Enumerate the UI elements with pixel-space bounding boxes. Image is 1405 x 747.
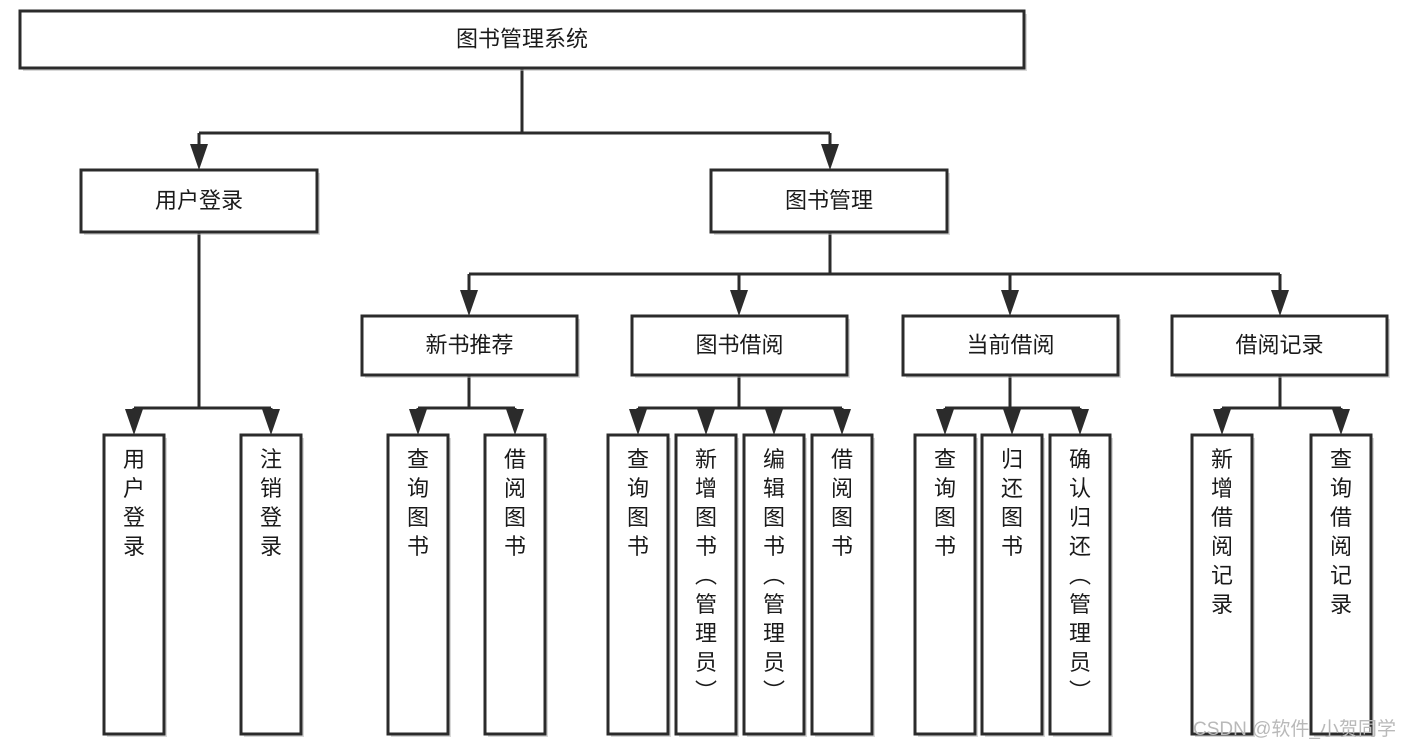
node-label: 查询图书 <box>627 447 649 559</box>
leaf-node-9[interactable]: 归还图书 <box>980 433 1045 737</box>
node-rect[interactable] <box>913 433 977 736</box>
node-rect[interactable] <box>1048 433 1112 736</box>
node-rect[interactable] <box>360 314 579 377</box>
bracket-glyph: ︶ <box>695 679 717 704</box>
node-label: 借阅图书 <box>831 447 853 559</box>
level2-node-2[interactable]: 当前借阅 <box>901 314 1121 378</box>
node-layer: 图书管理系统用户登录图书管理新书推荐图书借阅当前借阅借阅记录用户登录注销登录查询… <box>18 9 1390 737</box>
node-rect[interactable] <box>901 314 1120 377</box>
arrow-to-leaf-user-login <box>125 409 143 435</box>
node-label: 归还图书 <box>1001 447 1023 559</box>
edge-root-bus <box>197 68 832 155</box>
level2-node-0[interactable]: 新书推荐 <box>360 314 580 378</box>
node-rect[interactable] <box>742 433 806 736</box>
node-label: 图书管理系统 <box>456 26 588 51</box>
node-label: 编辑图书︵管理员︶ <box>763 447 785 704</box>
leaf-node-7[interactable]: 借阅图书 <box>810 433 875 737</box>
edge-borrowrecord-bus <box>1220 375 1343 420</box>
node-label: 新增借阅记录 <box>1211 447 1233 617</box>
leaf-node-8[interactable]: 查询图书 <box>913 433 978 737</box>
arrow-nbr-leaf-1 <box>409 409 427 435</box>
node-rect[interactable] <box>386 433 450 736</box>
edge-newbookrec-bus <box>416 375 517 420</box>
leaf-node-2[interactable]: 查询图书 <box>386 433 451 737</box>
level2-node-1[interactable]: 图书借阅 <box>630 314 850 378</box>
arrow-cb-leaf-1 <box>936 409 954 435</box>
node-rect[interactable] <box>630 314 849 377</box>
leaf-node-5[interactable]: 新增图书︵管理员︶ <box>674 433 739 737</box>
node-rect[interactable] <box>810 433 874 736</box>
arrow-bb-leaf-1 <box>629 409 647 435</box>
node-rect[interactable] <box>1309 433 1373 736</box>
bracket-glyph: ︶ <box>1069 679 1091 704</box>
node-label: 用户登录 <box>123 447 145 559</box>
root-node-0[interactable]: 图书管理系统 <box>18 9 1027 71</box>
bracket-glyph: ︵ <box>1069 563 1091 588</box>
arrow-to-user-login <box>190 144 208 170</box>
node-rect[interactable] <box>1170 314 1389 377</box>
node-label: 图书借阅 <box>695 332 783 357</box>
node-label: 借阅记录 <box>1235 332 1323 357</box>
node-rect[interactable] <box>606 433 670 736</box>
arrow-nbr-leaf-2 <box>506 409 524 435</box>
watermark-label: CSDN @软件_小贺同学 <box>1193 718 1396 740</box>
leaf-node-0[interactable]: 用户登录 <box>102 433 167 737</box>
node-rect[interactable] <box>102 433 166 736</box>
arrow-to-leaf-logout <box>262 409 280 435</box>
leaf-node-6[interactable]: 编辑图书︵管理员︶ <box>742 433 807 737</box>
node-rect[interactable] <box>1190 433 1254 736</box>
node-label: 查询图书 <box>407 447 429 559</box>
node-rect[interactable] <box>18 9 1026 70</box>
arrow-bb-leaf-3 <box>765 409 783 435</box>
arrow-bb-leaf-4 <box>833 409 851 435</box>
node-label: 借阅图书 <box>504 447 526 559</box>
connector-layer <box>125 68 1350 435</box>
leaf-node-1[interactable]: 注销登录 <box>239 433 304 737</box>
level1-node-0[interactable]: 用户登录 <box>79 168 320 235</box>
edge-bookborrow-bus <box>636 375 844 420</box>
node-rect[interactable] <box>674 433 738 736</box>
bracket-glyph: ︶ <box>763 679 785 704</box>
arrow-to-book-borrow <box>730 290 748 316</box>
leaf-node-11[interactable]: 新增借阅记录 <box>1190 433 1255 737</box>
leaf-node-4[interactable]: 查询图书 <box>606 433 671 737</box>
node-label: 图书管理 <box>785 188 873 213</box>
node-label: 用户登录 <box>155 188 243 213</box>
arrow-br-leaf-2 <box>1332 409 1350 435</box>
arrow-to-borrow-record <box>1271 290 1289 316</box>
arrow-to-current-borrow <box>1001 290 1019 316</box>
leaf-node-10[interactable]: 确认归还︵管理员︶ <box>1048 433 1113 737</box>
node-rect[interactable] <box>79 168 319 234</box>
leaf-node-3[interactable]: 借阅图书 <box>483 433 548 737</box>
bracket-glyph: ︵ <box>695 563 717 588</box>
node-label: 新增图书︵管理员︶ <box>695 447 717 704</box>
node-label: 查询借阅记录 <box>1330 447 1352 617</box>
arrow-to-new-book-rec <box>460 290 478 316</box>
node-label: 当前借阅 <box>966 332 1054 357</box>
arrow-cb-leaf-3 <box>1071 409 1089 435</box>
edge-userlogin-bus <box>132 232 273 420</box>
node-label: 查询图书 <box>934 447 956 559</box>
bracket-glyph: ︵ <box>763 563 785 588</box>
arrow-to-book-manage <box>821 144 839 170</box>
node-label: 注销登录 <box>260 447 282 559</box>
arrow-br-leaf-1 <box>1213 409 1231 435</box>
node-rect[interactable] <box>980 433 1044 736</box>
level1-node-1[interactable]: 图书管理 <box>709 168 950 235</box>
leaf-node-12[interactable]: 查询借阅记录 <box>1309 433 1374 737</box>
node-rect[interactable] <box>709 168 949 234</box>
arrow-cb-leaf-2 <box>1003 409 1021 435</box>
node-label: 新书推荐 <box>425 332 513 357</box>
node-label: 确认归还︵管理员︶ <box>1069 447 1091 704</box>
node-rect[interactable] <box>483 433 547 736</box>
arrow-bb-leaf-2 <box>697 409 715 435</box>
node-rect[interactable] <box>239 433 303 736</box>
level2-node-3[interactable]: 借阅记录 <box>1170 314 1390 378</box>
edge-bookmanage-bus <box>467 232 1282 300</box>
